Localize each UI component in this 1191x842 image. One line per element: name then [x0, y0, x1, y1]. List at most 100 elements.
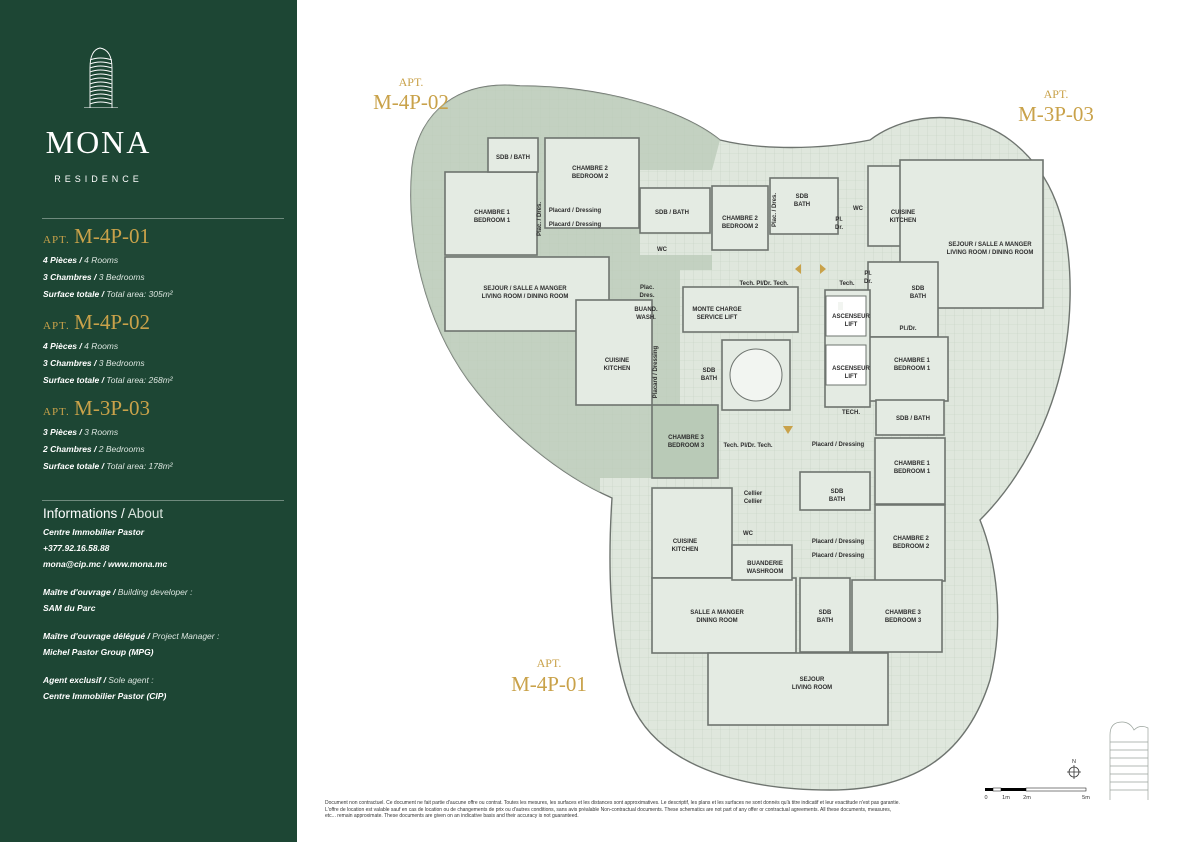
room-living-01 — [707, 652, 889, 726]
svg-text:2m: 2m — [1023, 795, 1031, 801]
label-closet: Plac. / Dres. — [537, 202, 543, 236]
room-bedroom3-02 — [651, 404, 719, 479]
label-room: WASHROOM — [747, 569, 784, 575]
label-closet: Placard / Dressing — [549, 208, 602, 214]
apt-label-prefix: APT. — [1044, 87, 1069, 101]
label-bath: BATH — [701, 376, 717, 382]
label-room: BEDROOM 3 — [885, 618, 922, 624]
label-room: BEDROOM 1 — [474, 218, 511, 224]
apt-label-m3p03: M-3P-03 — [1018, 102, 1094, 126]
label-closet: Dr. — [864, 279, 872, 285]
label-closet: Dres. — [639, 293, 654, 299]
room-bedroom2-01 — [874, 504, 946, 582]
label-room: CUISINE — [891, 210, 915, 216]
agent-value: Centre Immobilier Pastor (CIP) — [43, 691, 167, 701]
label-room: LIVING ROOM / DINING ROOM — [947, 250, 1034, 256]
room-bedroom1-02 — [444, 171, 538, 256]
room-kitchen-02 — [575, 299, 653, 406]
label-bath: SDB — [796, 194, 809, 200]
room-bedroom2-02 — [544, 137, 640, 229]
arrow-right-icon — [820, 264, 826, 274]
room-service-lift — [682, 286, 799, 333]
room-bath2-01 — [799, 577, 851, 653]
lift-car — [825, 295, 867, 337]
label-technical: Tech. — [839, 281, 855, 287]
label-room: KITCHEN — [890, 218, 917, 224]
apt-label-m4p01: M-4P-01 — [511, 672, 587, 696]
scale-bar: 0 1m 2m 5m — [984, 787, 1090, 801]
label-room: BEDROOM 3 — [668, 443, 705, 449]
apt-label-prefix: APT. — [537, 656, 562, 670]
label-technical: Tech. Pl/Dr. Tech. — [739, 281, 788, 287]
phone-number[interactable]: +377.92.16.58.88 — [43, 543, 110, 553]
label-bath: BATH — [910, 294, 926, 300]
apt-bedrooms: 3 Chambres / 3 Bedrooms — [43, 358, 145, 368]
label-bath: SDB — [819, 610, 832, 616]
developer-value: SAM du Parc — [43, 603, 96, 613]
arrow-left-icon — [795, 264, 801, 274]
apt-area: Surface totale / Total area: 268m² — [43, 375, 173, 385]
contact-links[interactable]: mona@cip.mc / www.mona.mc — [43, 559, 168, 569]
label-room: Cellier — [744, 499, 763, 505]
label-wc: WC — [743, 531, 754, 537]
label-wc: WC — [853, 206, 864, 212]
apartment-summary: APT. M-3P-03 3 Pièces / 3 Rooms 2 Chambr… — [43, 396, 283, 475]
label-closet: Pl. — [864, 271, 872, 277]
label-room: BEDROOM 2 — [893, 544, 930, 550]
apt-bedrooms: 2 Chambres / 2 Bedrooms — [43, 444, 145, 454]
label-room: CHAMBRE 3 — [885, 610, 921, 616]
room-bath-03 — [769, 177, 839, 235]
divider — [42, 500, 284, 501]
brand-logo: MONA — [45, 124, 152, 160]
room-bath-02 — [487, 137, 539, 173]
apt-code: M-4P-01 — [74, 224, 151, 248]
label-lift: LIFT — [845, 322, 858, 328]
room-bath-01 — [799, 471, 871, 511]
sidebar: MONA RESIDENCE APT. M-4P-01 4 Pièces / 4… — [0, 0, 297, 842]
label-room: KITCHEN — [604, 366, 631, 372]
label-closet: Pl. — [835, 217, 843, 223]
label-closet: Placard / Dressing — [653, 345, 659, 398]
room-washroom — [731, 544, 793, 581]
label-room: CHAMBRE 2 — [572, 166, 608, 172]
label-bath: SDB — [831, 489, 844, 495]
label-room: CHAMBRE 1 — [474, 210, 510, 216]
label-closet: Placard / Dressing — [812, 442, 865, 448]
label-room: CHAMBRE 1 — [894, 358, 930, 364]
disclaimer: Document non contractuel. Ce document ne… — [325, 800, 900, 819]
apt-area: Surface totale / Total area: 178m² — [43, 461, 173, 471]
north-arrow-icon: N — [1067, 759, 1081, 779]
svg-text:1m: 1m — [1002, 795, 1010, 801]
apt-rooms: 3 Pièces / 3 Rooms — [43, 427, 119, 437]
developer-label: Maître d'ouvrage / Building developer : — [43, 587, 193, 597]
agency-name: Centre Immobilier Pastor — [43, 527, 145, 537]
info-title: Informations / About — [43, 506, 164, 521]
label-closet: Plac. / Dres. — [772, 193, 778, 227]
label-room: BEDROOM 1 — [894, 469, 931, 475]
room-kitchen-01 — [651, 487, 733, 579]
tower-logo-icon — [84, 47, 118, 108]
agent-label: Agent exclusif / Sole agent : — [43, 675, 154, 685]
label-room: MONTE CHARGE — [692, 307, 741, 313]
label-room: LIVING ROOM / DINING ROOM — [482, 294, 569, 300]
label-room: SEJOUR / SALLE A MANGER — [483, 286, 567, 292]
label-bath: SDB / BATH — [896, 416, 930, 422]
label-technical: TECH. — [842, 410, 860, 416]
divider — [42, 218, 284, 219]
label-room: CHAMBRE 2 — [722, 216, 758, 222]
apt-prefix: APT. — [43, 320, 70, 332]
label-room: BEDROOM 1 — [894, 366, 931, 372]
room-bedroom1-01 — [874, 437, 946, 505]
apt-prefix: APT. — [43, 406, 70, 418]
label-room: SALLE A MANGER — [690, 610, 744, 616]
label-bath: SDB / BATH — [496, 155, 530, 161]
brand-subtitle: RESIDENCE — [54, 174, 143, 184]
label-bath: BATH — [817, 618, 833, 624]
room-bedroom2-03 — [711, 185, 769, 251]
apt-prefix: APT. — [43, 234, 70, 246]
info-section: Informations / About Centre Immobilier P… — [43, 506, 288, 704]
label-room: DINING ROOM — [696, 618, 737, 624]
apt-label-m4p02: M-4P-02 — [373, 90, 449, 114]
floor-plan: SDB / BATH CHAMBRE 2 BEDROOM 2 CHAMBRE 1… — [373, 75, 1149, 801]
apt-rooms: 4 Pièces / 4 Rooms — [43, 255, 119, 265]
